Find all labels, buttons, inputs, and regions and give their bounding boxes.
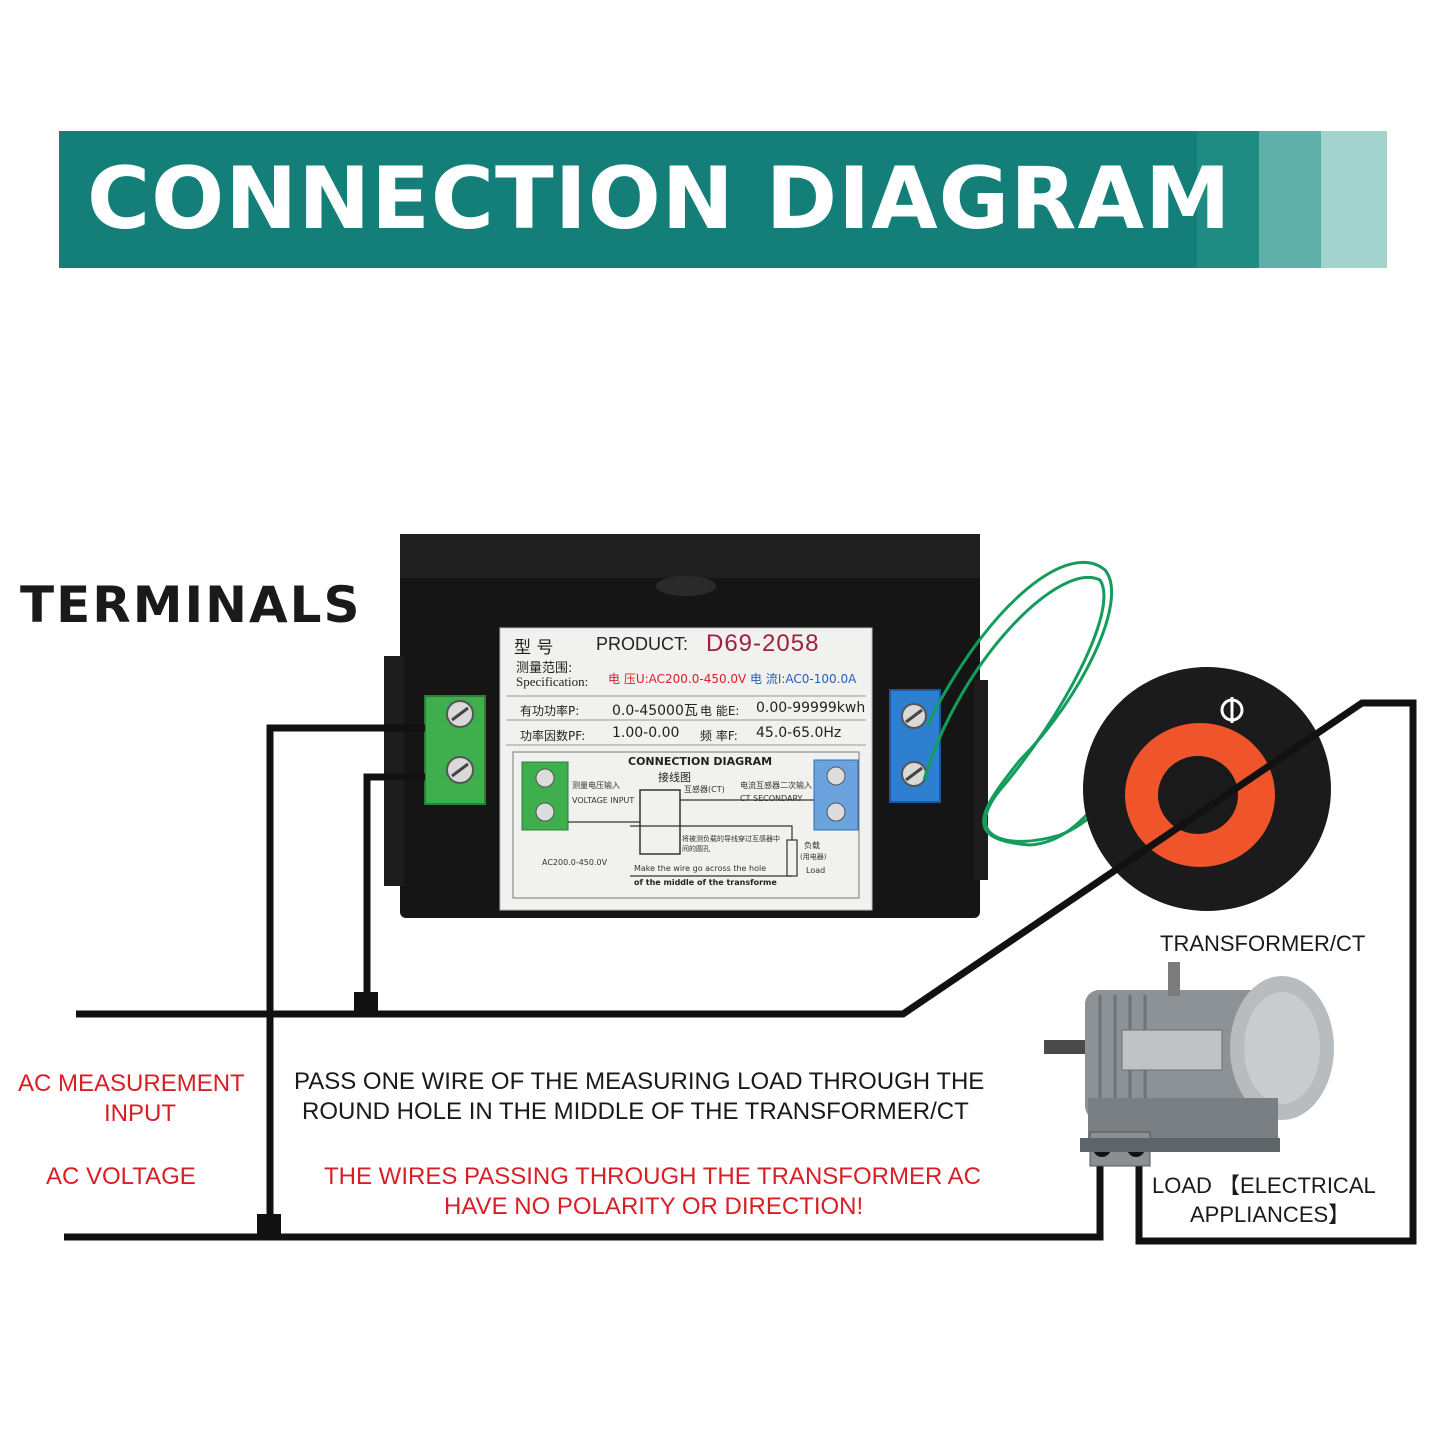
wiring-lines: [64, 699, 1417, 1245]
sticker-freq-label: 频 率F:: [700, 729, 738, 743]
transformer-label: TRANSFORMER/CT: [1160, 931, 1366, 956]
ac-voltage-label: AC VOLTAGE: [46, 1163, 196, 1190]
ct-signal-wires: [922, 560, 1152, 847]
instruction-line-2: ROUND HOLE IN THE MIDDLE OF THE TRANSFOR…: [302, 1098, 969, 1125]
sticker-model-prefix: 型 号: [514, 638, 554, 658]
sticker-freq-value: 45.0-65.0Hz: [756, 725, 842, 741]
sticker-through-en-1: Make the wire go across the hole: [634, 864, 767, 873]
banner-stripe-3: [1321, 131, 1387, 268]
banner-stripe-1: [1197, 131, 1259, 268]
sticker-voltage-input: VOLTAGE INPUT: [572, 796, 635, 805]
sticker-through-en-2: of the middle of the transforme: [634, 878, 777, 887]
sticker-through-cn: 将被测负载的导线穿过互感器中间的圆孔: [682, 835, 780, 853]
ac-measurement-label-line2: INPUT: [104, 1100, 176, 1127]
banner-stripe-2: [1259, 131, 1321, 268]
sticker-spec-label: Specification:: [516, 674, 589, 689]
ct-terminal-block: [889, 689, 941, 803]
banner-main-panel: [59, 131, 1197, 268]
motor-icon: [1044, 962, 1334, 1167]
sticker-current-spec: 电 流I:AC0-100.0A: [750, 672, 857, 686]
sticker-power-label: 有功功率P:: [520, 704, 580, 718]
load-label-line1: LOAD 【ELECTRICAL: [1152, 1173, 1376, 1198]
sticker-energy-value: 0.00-99999kwh: [756, 700, 866, 716]
sticker-voltage-spec: 电 压U:AC200.0-450.0V: [608, 672, 747, 686]
sticker-load-en: Load: [806, 866, 826, 875]
sticker-energy-label: 电 能E:: [700, 704, 740, 718]
current-transformer-icon: [1083, 667, 1331, 911]
sticker-load-cn: 负载: [804, 841, 820, 850]
sticker-ct-secondary: CT SECONDARY: [740, 794, 803, 803]
sticker-ct-cn: 互感器(CT): [684, 785, 725, 794]
sticker-range-cn: 测量范围:: [516, 661, 573, 676]
ac-measurement-label-line1: AC MEASUREMENT: [18, 1070, 245, 1097]
warning-line-1: THE WIRES PASSING THROUGH THE TRANSFORME…: [324, 1163, 981, 1190]
warning-line-2: HAVE NO POLARITY OR DIRECTION!: [444, 1193, 864, 1220]
sticker-product-label: PRODUCT:: [596, 634, 689, 654]
sticker-inner-title-cn: 接线图: [658, 771, 691, 784]
sticker-inner-title: CONNECTION DIAGRAM: [628, 755, 773, 768]
terminals-label: TERMINALS: [20, 576, 362, 634]
product-code: D69-2058: [706, 630, 820, 657]
voltage-terminal-block: [424, 695, 486, 805]
sticker-voltage-input-cn: 测量电压输入: [572, 781, 620, 790]
sticker-pf-value: 1.00-0.00: [612, 725, 680, 741]
sticker-load-cn-2: (用电器): [800, 853, 827, 861]
sticker-ct-secondary-cn: 电流互感器二次输入: [740, 781, 812, 790]
header-banner: CONNECTION DIAGRAM: [59, 131, 1387, 268]
instruction-line-1: PASS ONE WIRE OF THE MEASURING LOAD THRO…: [294, 1068, 985, 1095]
load-label-line2: APPLIANCES】: [1190, 1202, 1351, 1227]
sticker-power-value: 0.0-45000瓦: [612, 703, 698, 719]
sticker-pf-label: 功率因数PF:: [520, 729, 586, 743]
page-title: CONNECTION DIAGRAM: [87, 149, 1232, 249]
sticker-ac-range: AC200.0-450.0V: [542, 858, 608, 867]
